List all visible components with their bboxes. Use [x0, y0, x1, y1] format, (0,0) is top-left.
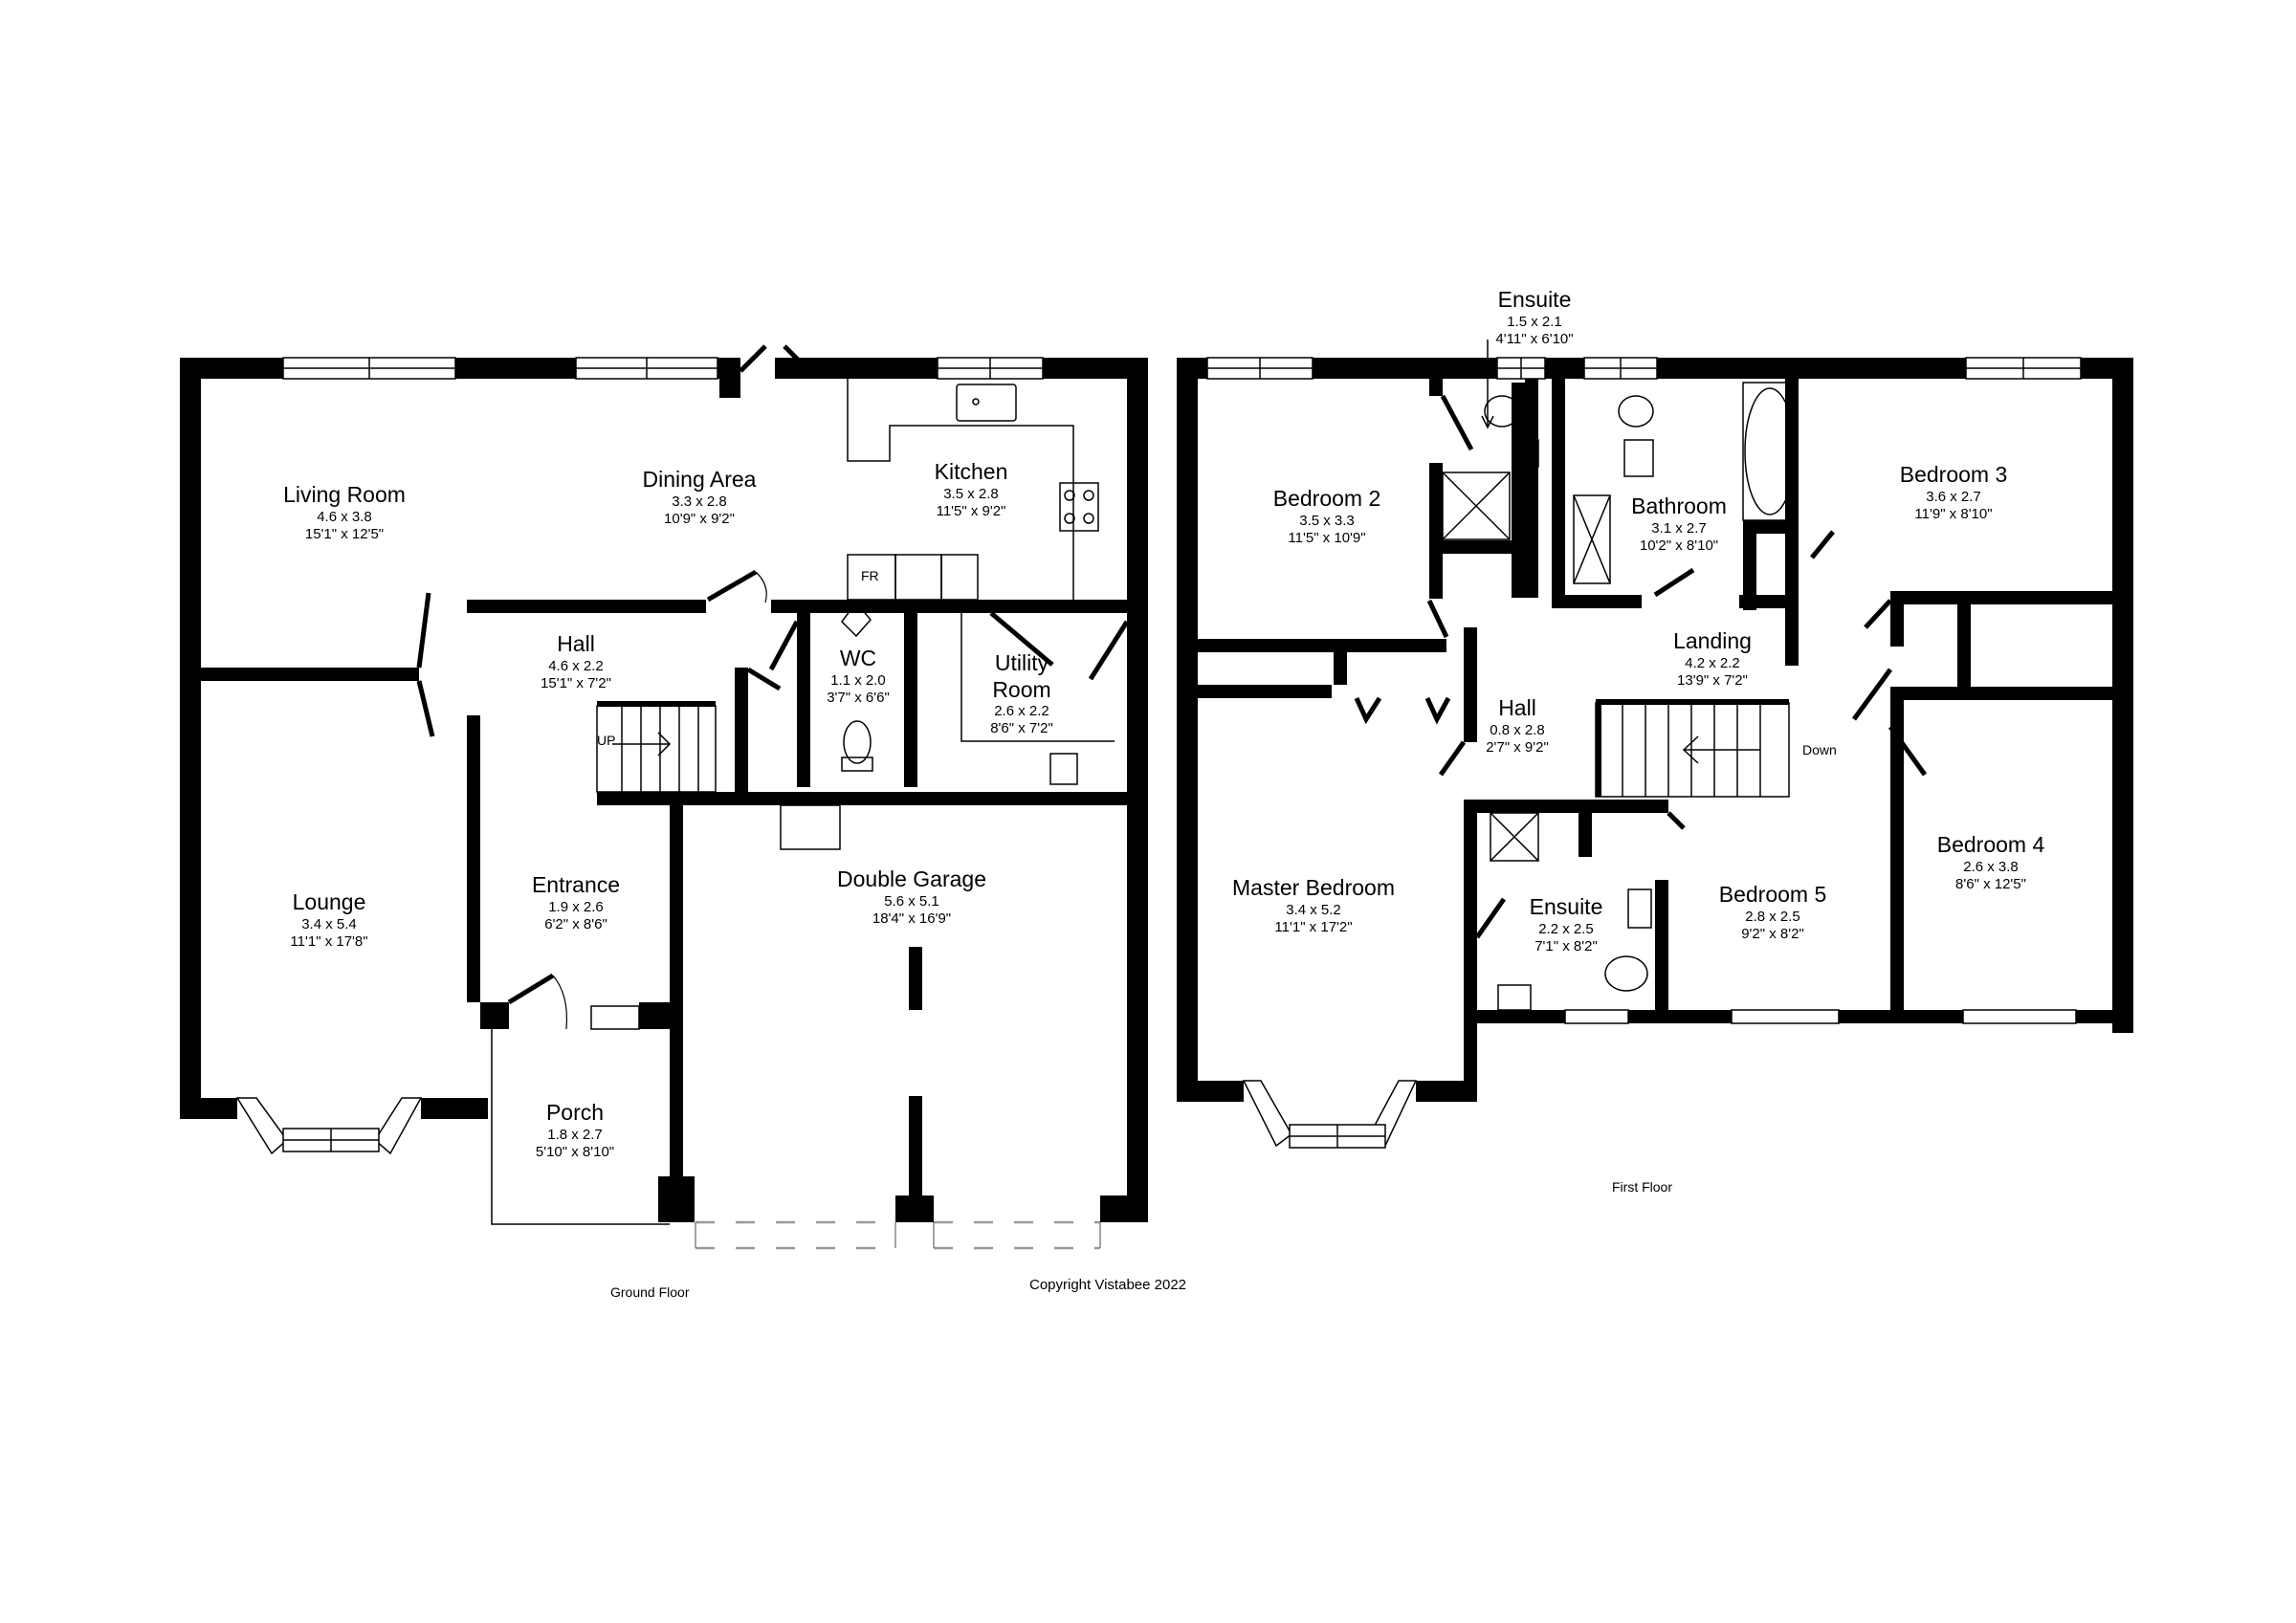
door	[1474, 897, 1507, 939]
room-label-bedroom-3: Bedroom 3 3.6 x 2.7 11'9" x 8'10"	[1899, 462, 2008, 522]
door	[1864, 599, 1892, 629]
door	[416, 592, 431, 669]
wall	[180, 358, 201, 1118]
basin-icon	[1623, 439, 1654, 477]
utility-sink-icon	[1049, 753, 1078, 785]
shower-icon	[1490, 812, 1539, 862]
copyright-notice: Copyright Vistabee 2022	[1029, 1277, 1187, 1293]
room-label-living-room: Living Room 4.6 x 3.8 15'1" x 12'5"	[283, 482, 406, 542]
ensuite-pointer-arrow	[1481, 340, 1494, 429]
room-label-master-bedroom: Master Bedroom 3.4 x 5.2 11'1" x 17'2"	[1231, 875, 1396, 935]
room-label-bedroom-2: Bedroom 2 3.5 x 3.3 11'5" x 10'9"	[1272, 486, 1381, 546]
wall	[2112, 358, 2133, 1033]
wall	[797, 613, 810, 787]
toilet-icon	[843, 720, 872, 764]
window	[1962, 1009, 2077, 1024]
hob-icon	[1059, 482, 1099, 532]
door	[1088, 620, 1130, 681]
room-label-double-garage: Double Garage 5.6 x 5.1 18'4" x 16'9"	[837, 866, 986, 927]
room-label-wc: WC 1.1 x 2.0 3'7" x 6'6"	[827, 646, 890, 706]
toilet-icon	[1484, 395, 1520, 428]
wall	[1198, 639, 1446, 652]
door	[1438, 740, 1467, 777]
door	[1667, 811, 1686, 830]
room-label-ensuite-upper: Ensuite 1.5 x 2.1 4'11" x 6'10"	[1495, 287, 1574, 347]
wall	[421, 1098, 488, 1119]
room-label-porch: Porch 1.8 x 2.7 5'10" x 8'10"	[535, 1100, 615, 1160]
door	[1810, 530, 1835, 559]
door	[706, 569, 758, 603]
wall	[597, 792, 1148, 805]
door	[1426, 599, 1449, 639]
wall	[180, 668, 419, 681]
bay-window	[1242, 1080, 1292, 1148]
sink-icon	[956, 384, 1017, 422]
toilet-icon	[1618, 395, 1654, 428]
first-floor-title: First Floor	[1612, 1179, 1672, 1195]
down-arrow-icon	[1682, 735, 1760, 764]
door	[746, 667, 782, 691]
wall	[771, 600, 1127, 613]
french-door	[739, 344, 811, 373]
wall	[1177, 358, 1198, 1100]
window	[1731, 1009, 1840, 1024]
room-label-lounge: Lounge 3.4 x 5.4 11'1" x 17'8"	[290, 889, 368, 950]
wall	[480, 1002, 509, 1029]
room-label-bedroom-5: Bedroom 5 2.8 x 2.5 9'2" x 8'2"	[1718, 882, 1827, 942]
wall	[909, 1096, 922, 1211]
wall	[1464, 627, 1477, 742]
basin-icon	[1518, 439, 1539, 468]
room-label-bathroom: Bathroom 3.1 x 2.7 10'2" x 8'10"	[1631, 493, 1727, 554]
toilet-icon	[1604, 955, 1648, 992]
garage-step	[780, 804, 841, 850]
first-floor-plan	[1177, 340, 2133, 1149]
room-label-bedroom-4: Bedroom 4 2.6 x 3.8 8'6" x 12'5"	[1936, 832, 2045, 892]
room-label-kitchen: Kitchen 3.5 x 2.8 11'5" x 9'2"	[934, 459, 1008, 519]
stairs-up-label: UP	[597, 733, 616, 748]
basin-icon	[841, 601, 872, 638]
porch-outline	[491, 1029, 670, 1225]
wall	[719, 358, 740, 398]
room-label-dining-area: Dining Area 3.3 x 2.8 10'9" x 9'2"	[642, 467, 757, 527]
wall	[909, 947, 922, 1010]
stairs-down-label: Down	[1802, 742, 1837, 757]
fridge-label: FR	[861, 568, 879, 583]
wall	[467, 600, 706, 613]
room-label-hall: Hall 4.6 x 2.2 15'1" x 7'2"	[541, 631, 611, 691]
wardrobe-doors	[1354, 696, 1451, 725]
ground-floor-title: Ground Floor	[610, 1284, 690, 1300]
door	[416, 680, 435, 737]
wall	[1429, 463, 1443, 599]
wall	[180, 1098, 237, 1119]
shower-icon	[1573, 494, 1611, 584]
room-label-ensuite-master: Ensuite 2.2 x 2.5 7'1" x 8'2"	[1529, 894, 1603, 954]
up-arrow-icon	[612, 732, 672, 757]
room-label-hall-upper: Hall 0.8 x 2.8 2'7" x 9'2"	[1486, 695, 1549, 756]
window	[590, 1005, 640, 1030]
ground-floor-plan	[180, 344, 1148, 1250]
door	[989, 611, 1054, 667]
room-label-utility-room: Utility Room 2.6 x 2.2 8'6" x 7'2"	[990, 650, 1053, 737]
window	[1564, 1009, 1629, 1024]
front-door	[507, 973, 555, 1005]
wall	[467, 715, 480, 1002]
wall	[735, 668, 748, 792]
room-label-entrance: Entrance 1.9 x 2.6 6'2" x 8'6"	[531, 872, 621, 932]
door	[768, 620, 800, 671]
wall	[1655, 880, 1668, 1023]
wall	[1127, 358, 1148, 1218]
wall	[670, 792, 683, 1222]
door	[1653, 567, 1695, 598]
shower-icon	[1442, 472, 1511, 540]
kitchen-counter	[847, 379, 1074, 600]
basin-icon	[1627, 888, 1652, 929]
room-label-landing: Landing 4.2 x 2.2 13'9" x 7'2"	[1673, 628, 1752, 689]
door	[1440, 394, 1474, 451]
bay-window	[235, 1097, 289, 1155]
door	[1851, 668, 1893, 721]
wall	[1890, 591, 2112, 604]
wall	[904, 613, 917, 787]
